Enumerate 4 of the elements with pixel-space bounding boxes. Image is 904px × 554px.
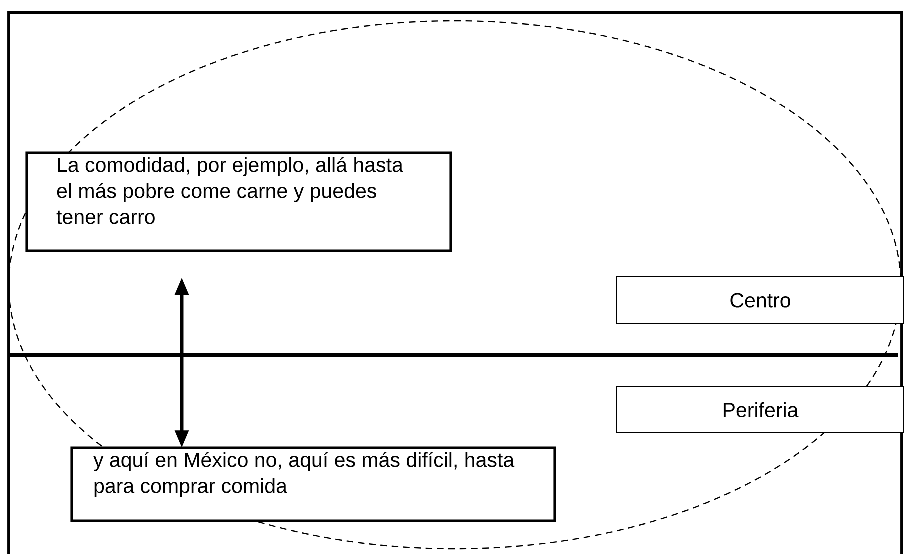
text-box: Periferia [616,386,904,434]
text-box: y aquí en México no, aquí es más difícil, hasta para comprar comida [70,446,556,522]
text-box: Centro [616,276,904,324]
text-box: La comodidad, por ejemplo, allá hasta el más pobre come carne y puedes tener carro [26,152,452,252]
